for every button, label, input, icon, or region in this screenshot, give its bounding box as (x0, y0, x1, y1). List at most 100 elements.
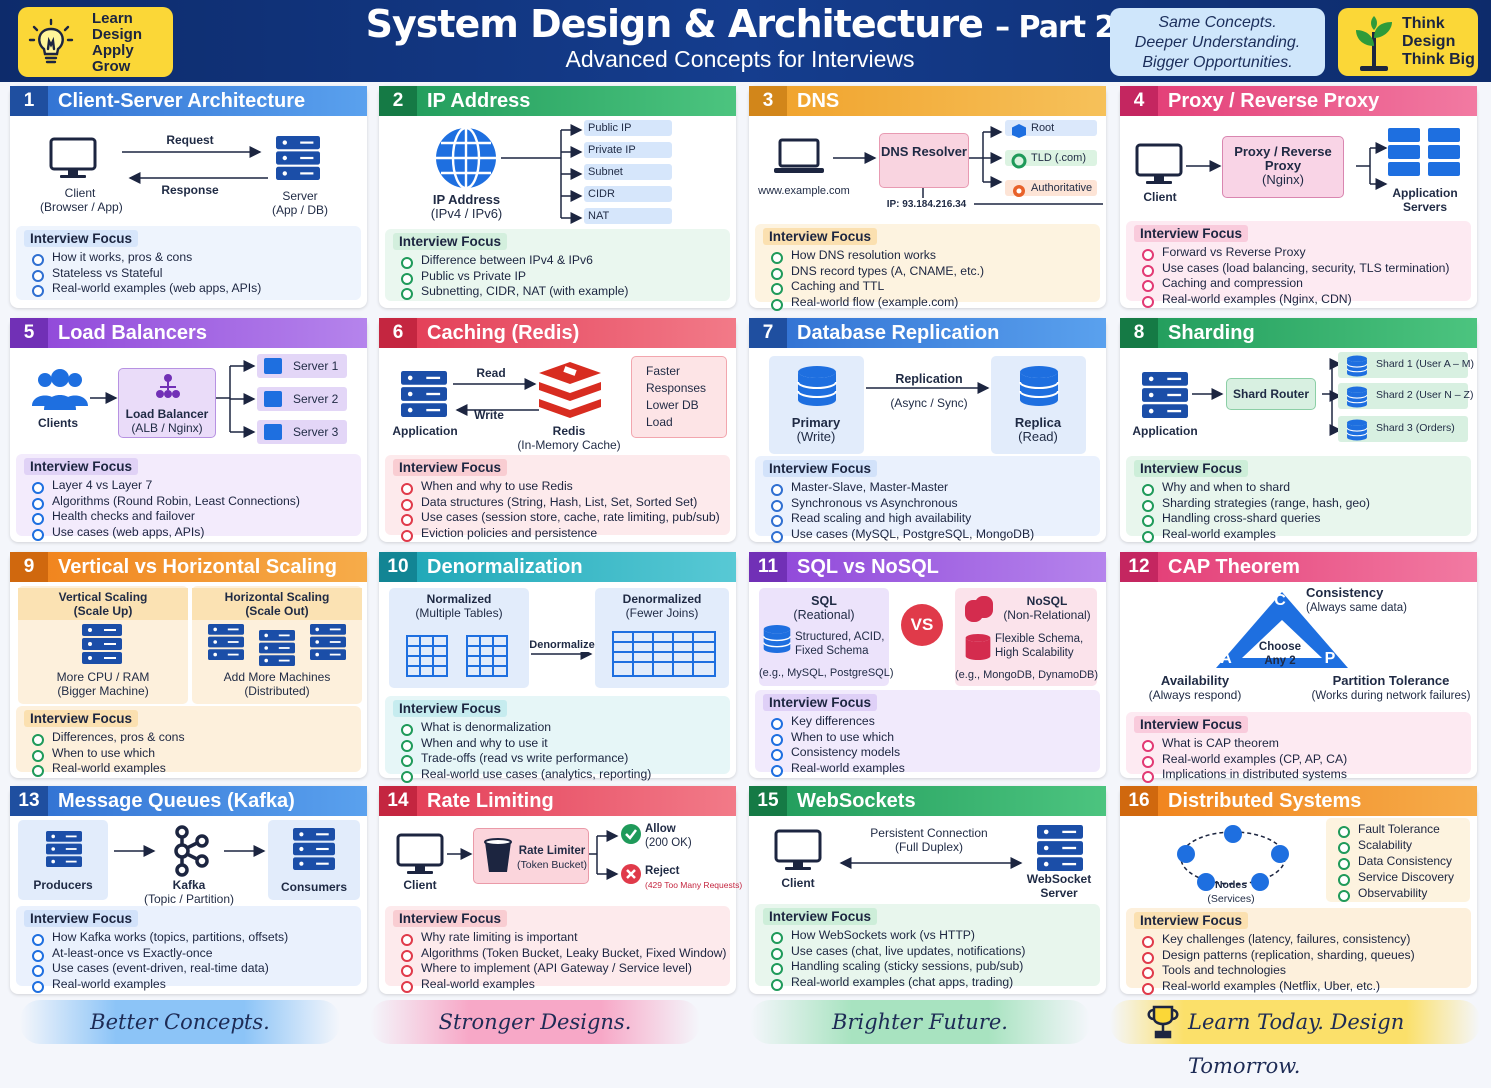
request-label: Request (166, 133, 214, 147)
focus-item: Trade-offs (read vs write performance) (393, 751, 722, 767)
dns-resolver-box: DNS Resolver (879, 133, 969, 188)
server-label: Server (282, 189, 318, 203)
focus-item: Real-world examples (web apps, APIs) (24, 281, 353, 297)
application-label: Application (392, 424, 458, 438)
focus-item: How DNS resolution works (763, 248, 1092, 264)
focus-title: Interview Focus (393, 700, 508, 717)
availability-label: Availability (1160, 673, 1230, 688)
focus-item: Subnetting, CIDR, NAT (with example) (393, 284, 722, 300)
think-badge: Think Design Think Big (1338, 8, 1478, 76)
redis-icon (539, 362, 601, 418)
panel-number: 4 (1120, 86, 1158, 116)
focus-item: When to use which (24, 746, 353, 761)
allow-label: Allow (645, 823, 676, 835)
client-label: Client (1143, 190, 1177, 204)
producer-server-icon (46, 831, 82, 867)
focus-item: Real-world examples (24, 977, 353, 992)
trophy-icon (1147, 1005, 1179, 1039)
title-main: System Design & Architecture (365, 2, 984, 46)
benefit-line: Responses (646, 381, 707, 395)
panel-title: SQL vs NoSQL (797, 555, 939, 578)
focus-title: Interview Focus (763, 460, 878, 477)
primary-db-icon (797, 365, 837, 407)
server-icon (208, 624, 244, 660)
denormalized-sub-label: (Fewer Joins) (625, 606, 699, 620)
panel-title: Sharding (1168, 321, 1255, 344)
title-part: – Part 2 (995, 10, 1115, 45)
check-icon (621, 824, 641, 844)
focus-item: Why rate limiting is important (393, 930, 722, 946)
consistency-sub-label: (Always same data) (1306, 602, 1407, 614)
chip-nat: NAT (584, 208, 672, 224)
vertical-label: Vertical Scaling (58, 590, 148, 604)
panel-number: 8 (1120, 318, 1158, 348)
globe-icon (436, 126, 496, 190)
primary-label: Primary (791, 415, 841, 430)
lb-label: Load Balancer (125, 407, 209, 421)
horizontal-label: Horizontal Scaling (224, 590, 330, 604)
more-label: More CPU / RAM (56, 670, 150, 684)
denormalized-table-icon (612, 631, 716, 677)
client-label: Client (64, 186, 96, 200)
sql-label: SQL (811, 594, 837, 608)
focus-item: Implications in distributed systems (1134, 767, 1463, 783)
panel-number: 5 (10, 318, 48, 348)
rate-limiter-sub-label: (Token Bucket) (516, 859, 588, 871)
nosql-desc-line: High Scalability (995, 647, 1074, 659)
focus-item: Handling scaling (sticky sessions, pub/s… (763, 959, 1092, 975)
sql-examples: (e.g., MySQL, PostgreSQL) (759, 667, 894, 679)
focus-item: Real-world examples (393, 977, 722, 992)
focus-item: When to use which (763, 730, 1092, 745)
panel-number: 9 (10, 552, 48, 582)
diagram: Client(Browser / App) Request Response S… (10, 116, 367, 226)
page-title: System Design & Architecture – Part 2 Ad… (340, 2, 1140, 73)
primary-sub-label: (Write) (796, 429, 836, 444)
app-label-2: Servers (1402, 200, 1448, 214)
focus-item: Use cases (chat, live updates, notificat… (763, 944, 1092, 959)
partition-label: Partition Tolerance (1332, 673, 1450, 688)
url-label: www.example.com (758, 185, 850, 197)
denormalized-label: Denormalized (622, 592, 702, 606)
benefit-line: Faster (646, 364, 681, 378)
server-icon (276, 136, 320, 180)
focus-item: Real-world examples (1134, 527, 1463, 542)
application-server-icon (401, 371, 447, 417)
sql-db-icon (763, 624, 791, 654)
sql-sub-label: (Reational) (793, 608, 855, 622)
nosql-desc-line: Flexible Schema, (995, 633, 1084, 645)
focus-item: Synchronous vs Asynchronous (763, 496, 1092, 511)
producers-label: Producers (33, 878, 93, 892)
rate-limiter-label: Rate Limiter (518, 845, 586, 857)
focus-item: Real-world examples (Nginx, CDN) (1134, 292, 1463, 307)
think-line: Think (1402, 15, 1445, 32)
panel-title: Proxy / Reverse Proxy (1168, 89, 1380, 112)
focus-item: Algorithms (Round Robin, Least Connectio… (24, 494, 353, 509)
monitor-icon (396, 833, 444, 876)
focus-item: Forward vs Reverse Proxy (1134, 245, 1463, 261)
interview-focus: Interview Focus How it works, pros & con… (16, 226, 361, 300)
client-label: Client (403, 878, 437, 892)
shard-db-icon (1346, 418, 1368, 442)
focus-title: Interview Focus (24, 910, 139, 927)
slogan-badge: Same Concepts. Deeper Understanding. Big… (1110, 8, 1325, 76)
root-server-chip: Root (1005, 120, 1097, 136)
panel-title: DNS (797, 89, 840, 112)
chip-private-ip: Private IP (584, 142, 672, 158)
lb-arrows (90, 360, 256, 438)
focus-item: What is denormalization (393, 720, 722, 736)
app-label: Application (1392, 186, 1458, 200)
kafka-icon (174, 825, 209, 877)
sql-desc-line: Structured, ACID, (795, 631, 885, 643)
focus-title: Interview Focus (24, 710, 139, 727)
focus-item: Real-world flow (example.com) (763, 295, 1092, 310)
read-write-arrows (453, 378, 539, 416)
focus-item: How WebSockets work (vs HTTP) (763, 928, 1092, 944)
